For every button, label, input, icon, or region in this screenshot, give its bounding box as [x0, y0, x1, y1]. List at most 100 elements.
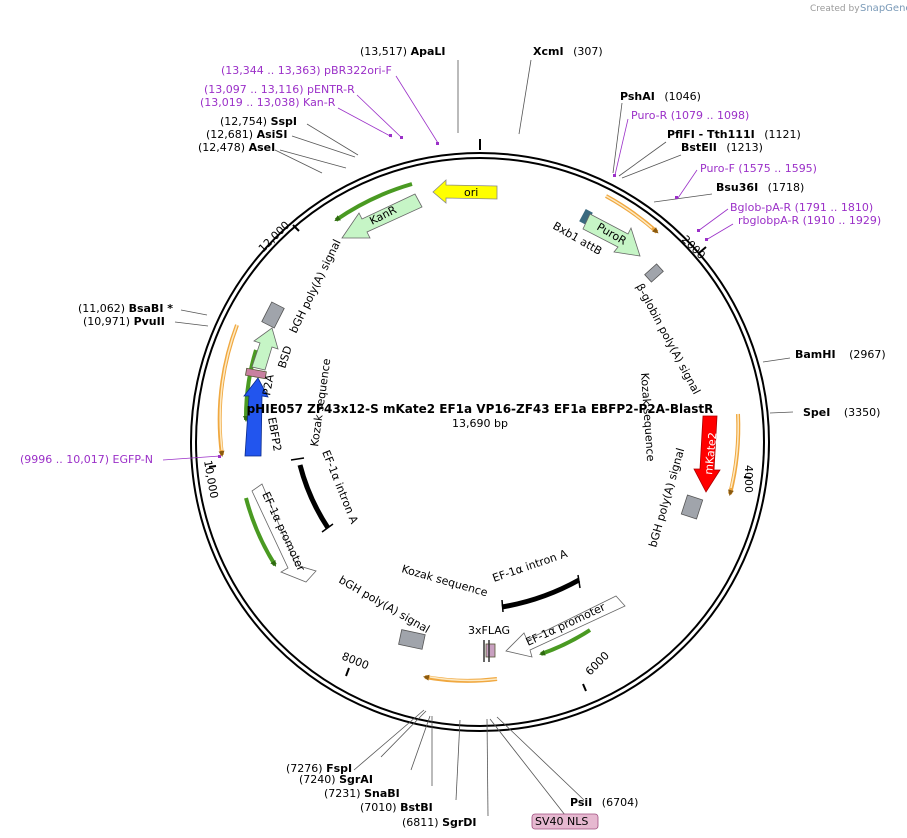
- site-pos-apali: (13,517): [360, 45, 407, 58]
- svg-text:(12,478) AseI: (12,478) AseI: [198, 141, 275, 154]
- feature-intron-left[interactable]: [297, 464, 331, 530]
- site-pos-pflfi: (1121): [764, 128, 801, 141]
- feature-bsd[interactable]: BSD: [251, 327, 295, 371]
- primer-pentr-r: (13,097 .. 13,116) pENTR-R: [204, 83, 355, 96]
- feature-label-flag: 3xFLAG: [468, 624, 510, 637]
- site-pos-asei: (12,478): [198, 141, 245, 154]
- restriction-sites: (13,517) ApaLI XcmI (307) PshAI (1046) P…: [78, 45, 886, 829]
- watermark-brand: SnapGene: [860, 3, 907, 14]
- direction-arc-highlights: [219, 195, 739, 682]
- feature-flag[interactable]: [483, 640, 496, 662]
- primer-puro-f: Puro-F (1575 .. 1595): [700, 162, 817, 175]
- site-pos-pshai: (1046): [664, 90, 701, 103]
- feature-label-ebfp2: EBFP2: [265, 416, 284, 452]
- site-pos-asisi: (12,681): [206, 128, 253, 141]
- tick-label-6000: 6000: [583, 649, 612, 678]
- primer-leader-lines: [162, 75, 734, 461]
- feature-label-intron-left: EF-1α intron A: [319, 448, 361, 526]
- svg-text:BstEII (1213): BstEII (1213): [681, 141, 763, 154]
- site-pos-bsabi: (11,062): [78, 302, 125, 315]
- site-pos-sgrai: (7240): [299, 773, 336, 786]
- primer-kan-r: (13,019 .. 13,038) Kan-R: [200, 96, 336, 109]
- svg-text:SpeI (3350): SpeI (3350): [803, 406, 880, 419]
- primer-rbglobpa-r: rbglobpA-R (1910 .. 1929): [738, 214, 881, 227]
- svg-text:PshAI (1046): PshAI (1046): [620, 90, 701, 103]
- svg-text:(7240) SgrAI: (7240) SgrAI: [299, 773, 373, 786]
- site-pos-xcmi: (307): [573, 45, 603, 58]
- primer-bglob-pa-r: Bglob-pA-R (1791 .. 1810): [730, 201, 873, 214]
- svg-text:(10,971) PvuII: (10,971) PvuII: [83, 315, 165, 328]
- svg-text:(7010) BstBI: (7010) BstBI: [360, 801, 433, 814]
- site-name-sspi: SspI: [271, 115, 297, 128]
- site-pos-bamhi: (2967): [849, 348, 886, 361]
- feature-promoter-bottom[interactable]: EF-1α promoter: [505, 595, 626, 658]
- direction-arcs: [217, 182, 741, 683]
- site-name-fspi: FspI: [326, 762, 352, 775]
- feature-promoter-left[interactable]: EF-1α promoter: [251, 483, 317, 583]
- feature-bgh-polya-bottom[interactable]: [398, 629, 426, 650]
- site-name-bsteii: BstEII: [681, 141, 717, 154]
- svg-text:Bsu36I (1718): Bsu36I (1718): [716, 181, 804, 194]
- site-pos-pvuii: (10,971): [83, 315, 130, 328]
- svg-text:XcmI (307): XcmI (307): [533, 45, 603, 58]
- feature-label-promoter-bottom: EF-1α promoter: [524, 600, 608, 648]
- site-name-psii: PsiI: [570, 796, 592, 809]
- feature-label-mkate2: mKate2: [702, 432, 719, 476]
- site-name-bamhi: BamHI: [795, 348, 836, 361]
- svg-text:PflFI - Tth111I (1121): PflFI - Tth111I (1121): [667, 128, 801, 141]
- tick-label-4000: 4000: [742, 465, 755, 493]
- site-pos-fspi: (7276): [286, 762, 323, 775]
- feature-ori[interactable]: ori: [432, 179, 498, 204]
- feature-kanr[interactable]: KanR: [341, 193, 423, 239]
- site-pos-bsu36i: (1718): [768, 181, 805, 194]
- site-pos-snabi: (7231): [324, 787, 361, 800]
- site-name-pflfi: PflFI - Tth111I: [667, 128, 755, 141]
- tick-label-8000: 8000: [340, 650, 371, 673]
- svg-text:(6811) SgrDI: (6811) SgrDI: [402, 816, 477, 829]
- site-pos-sgrdi: (6811): [402, 816, 439, 829]
- site-pos-psii: (6704): [602, 796, 639, 809]
- feature-label-bsd: BSD: [275, 344, 294, 370]
- feature-p2a[interactable]: P2A: [244, 367, 277, 397]
- feature-bgh-polya-left[interactable]: [261, 301, 285, 329]
- site-name-sgrdi: SgrDI: [442, 816, 476, 829]
- site-name-sgrai: SgrAI: [339, 773, 373, 786]
- site-name-bsabi: BsaBI *: [129, 302, 174, 315]
- feature-label-kozak-right: Kozak sequence: [638, 372, 657, 462]
- site-name-pvuii: PvuII: [134, 315, 165, 328]
- feature-bglobin-polya[interactable]: [644, 263, 664, 283]
- site-pos-bsteii: (1213): [726, 141, 763, 154]
- site-name-xcmi: XcmI: [533, 45, 564, 58]
- site-name-spei: SpeI: [803, 406, 830, 419]
- svg-text:(12,681) AsiSI: (12,681) AsiSI: [206, 128, 287, 141]
- feature-label-bgh-right: bGH poly(A) signal: [646, 447, 687, 549]
- primer-puro-r: Puro-R (1079 .. 1098): [631, 109, 749, 122]
- svg-text:BamHI (2967): BamHI (2967): [795, 348, 886, 361]
- feature-label-promoter-left: EF-1α promoter: [259, 490, 307, 574]
- primer-egfp-n: (9996 .. 10,017) EGFP-N: [20, 453, 153, 466]
- svg-text:(7231) SnaBI: (7231) SnaBI: [324, 787, 400, 800]
- site-name-snabi: SnaBI: [364, 787, 400, 800]
- feature-label-kozak-bottom: Kozak sequence: [400, 562, 489, 599]
- plasmid-title: pHIE057 ZF43x12-S mKate2 EF1a VP16-ZF43 …: [247, 402, 714, 416]
- watermark-prefix: Created by: [810, 4, 860, 14]
- feature-label-bgh-bottom: bGH poly(A) signal: [337, 573, 432, 636]
- feature-sv40-badge[interactable]: SV40 NLS: [531, 813, 599, 830]
- site-pos-sspi: (12,754): [220, 115, 267, 128]
- tick-label-12000: 12,000: [256, 219, 292, 255]
- site-name-asisi: AsiSI: [257, 128, 288, 141]
- feature-mkate2[interactable]: mKate2: [693, 415, 721, 493]
- site-name-asei: AseI: [249, 141, 276, 154]
- site-name-pshai: PshAI: [620, 90, 655, 103]
- plasmid-length: 13,690 bp: [452, 417, 508, 430]
- feature-ebfp2[interactable]: EBFP2: [243, 377, 284, 457]
- primer-pbr322ori-f: (13,344 .. 13,363) pBR322ori-F: [221, 64, 392, 77]
- backbone-inner: [195, 157, 765, 727]
- feature-bgh-polya-right[interactable]: [680, 494, 704, 520]
- tick-label-10000: 10,000: [201, 459, 220, 499]
- feature-intron-bottom[interactable]: [501, 577, 581, 610]
- svg-text:(11,062) BsaBI *: (11,062) BsaBI *: [78, 302, 173, 315]
- svg-text:(7276) FspI: (7276) FspI: [286, 762, 352, 775]
- svg-text:(12,754) SspI: (12,754) SspI: [220, 115, 297, 128]
